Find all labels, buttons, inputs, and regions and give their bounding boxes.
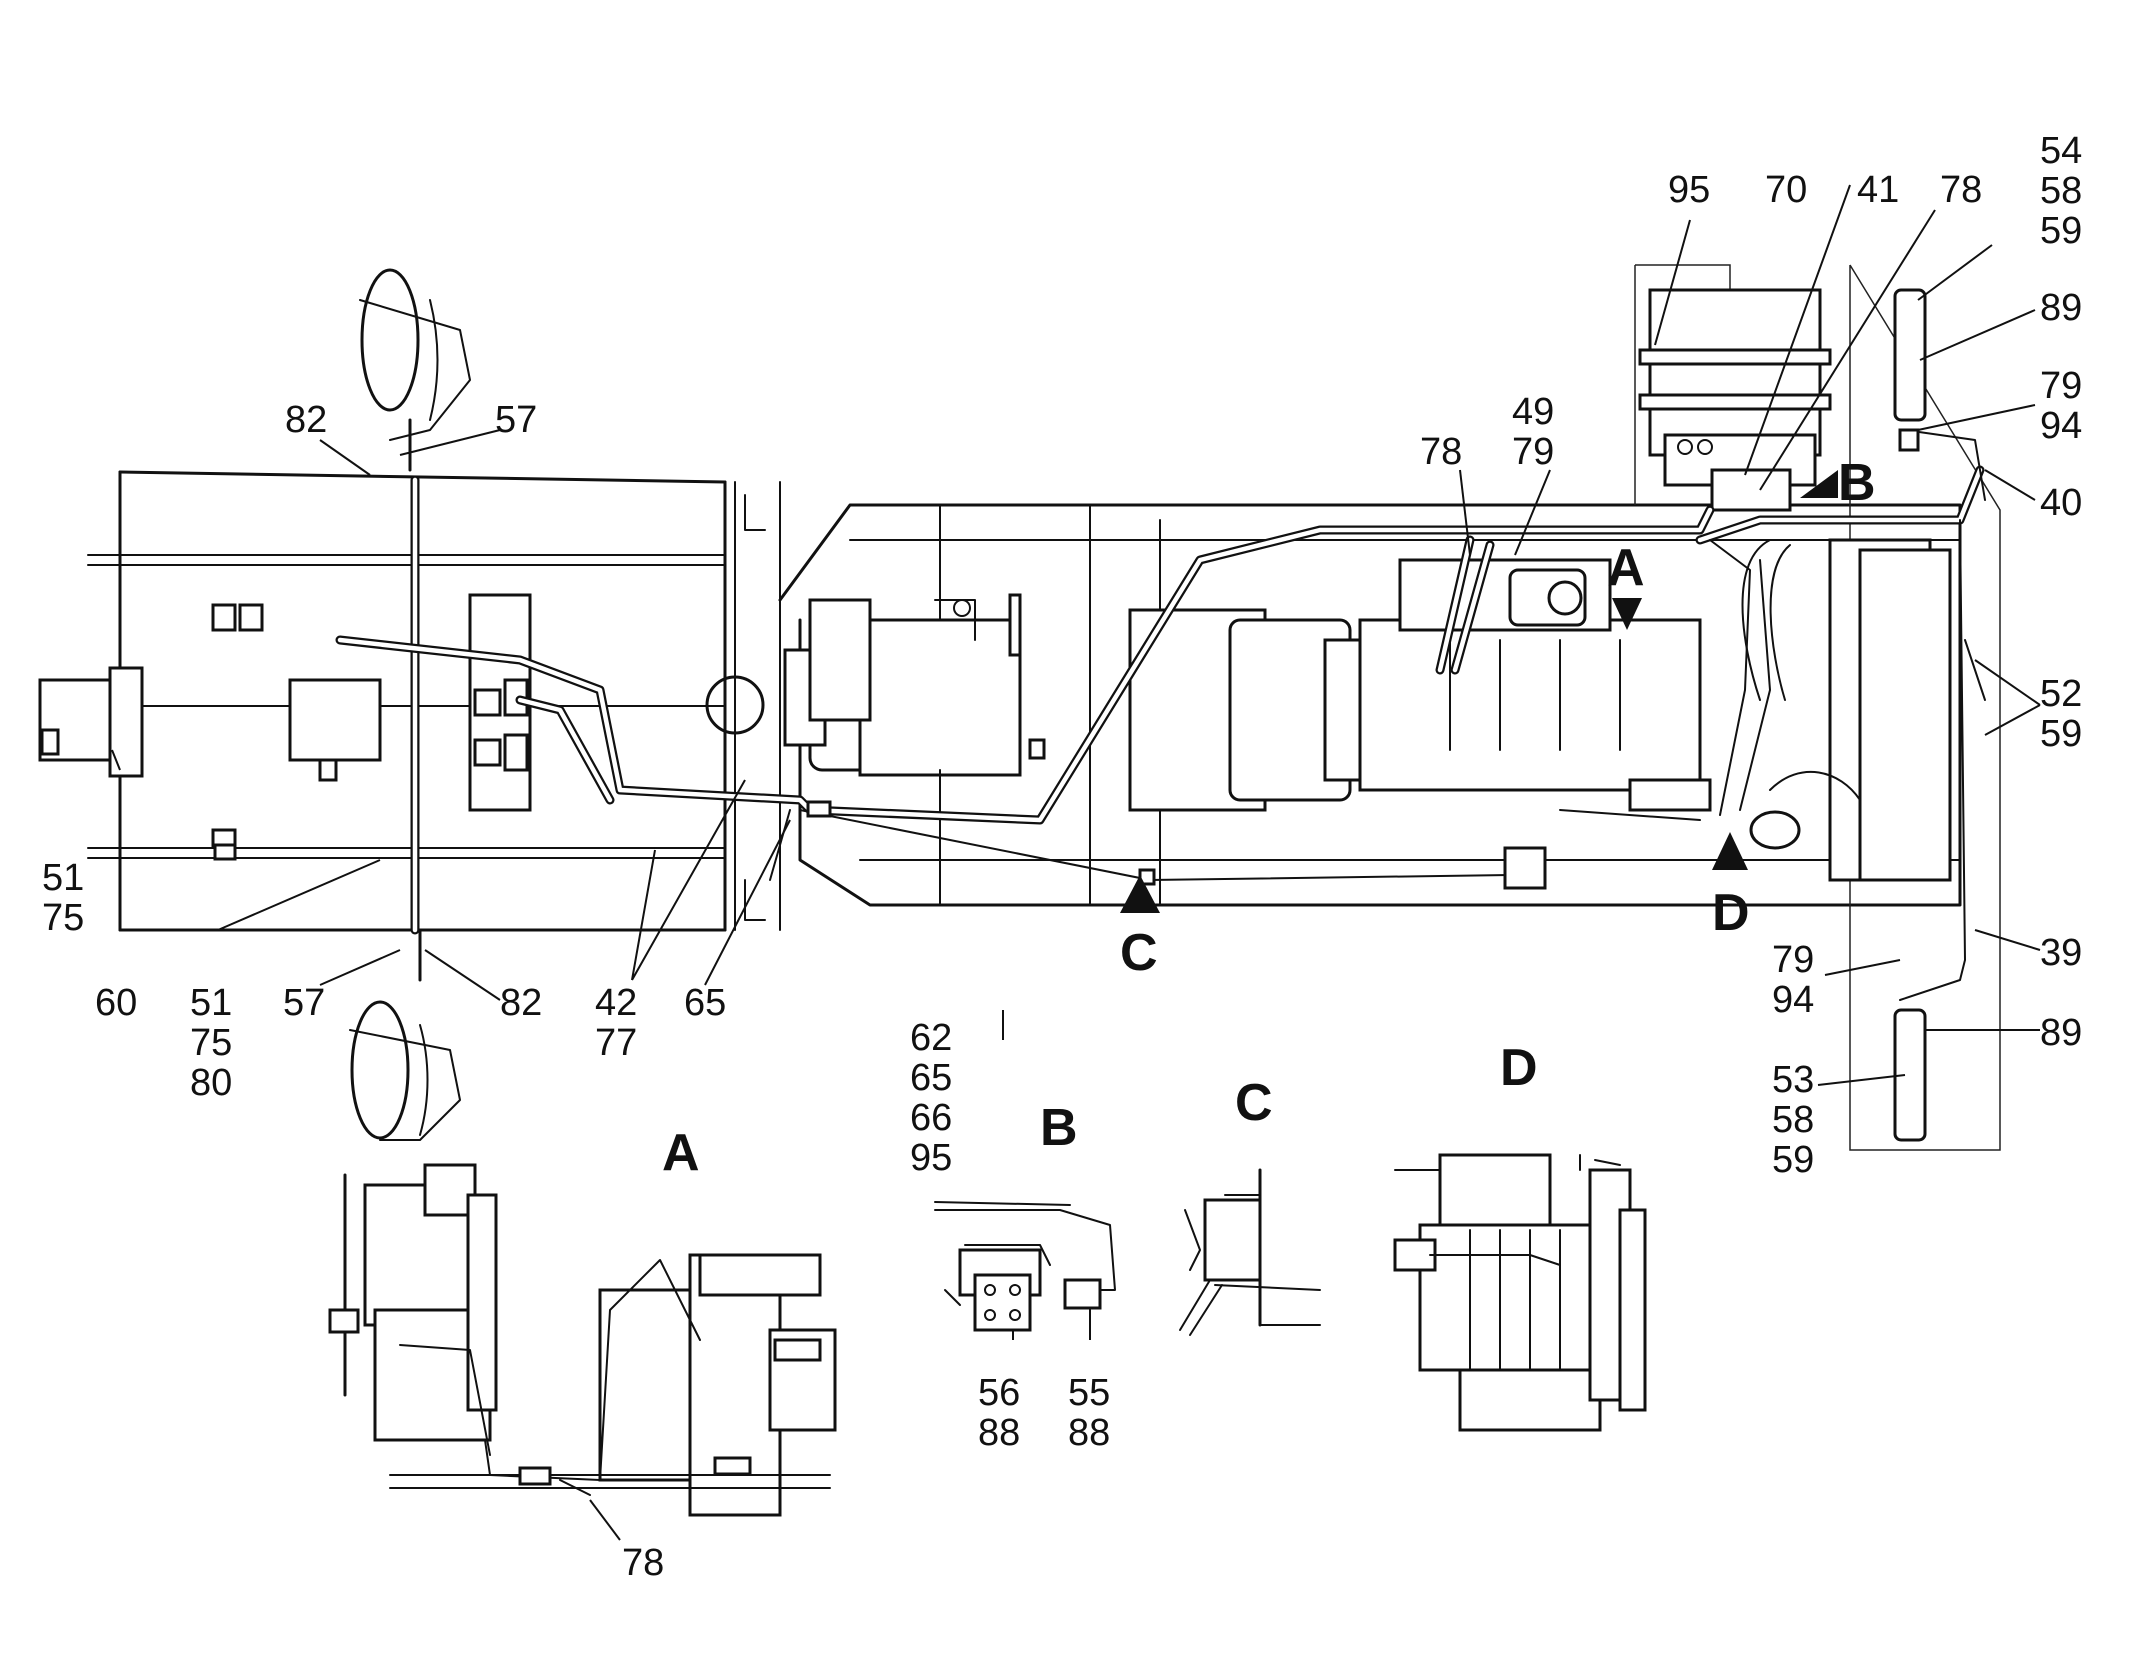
callout-66: 66 [910, 1097, 952, 1139]
callout-42: 42 [595, 982, 637, 1024]
callout-89: 89 [2040, 1012, 2082, 1054]
marker-d: D [1712, 884, 1750, 942]
callout-95: 95 [1668, 169, 1710, 211]
view-a-arrow [1612, 598, 1642, 630]
callout-60: 60 [95, 982, 137, 1024]
detail-a [328, 1163, 837, 1517]
callout-65: 65 [910, 1057, 952, 1099]
callout-89: 89 [2040, 287, 2082, 329]
detail-b [934, 1201, 1116, 1332]
callout-77: 77 [595, 1022, 637, 1064]
callout-41: 41 [1857, 169, 1899, 211]
pipework [335, 288, 1986, 1142]
callout-62: 62 [910, 1017, 952, 1059]
callout-94: 94 [2040, 405, 2082, 447]
marker-b: B [1838, 454, 1876, 512]
callout-79: 79 [1772, 939, 1814, 981]
callout-75: 75 [42, 897, 84, 939]
callout-58: 58 [2040, 170, 2082, 212]
callout-56: 56 [978, 1372, 1020, 1414]
callout-82: 82 [500, 982, 542, 1024]
leader-lines [111, 184, 2041, 1541]
callout-94: 94 [1772, 979, 1814, 1021]
callout-82: 82 [285, 399, 327, 441]
callout-78: 78 [1940, 169, 1982, 211]
view-b-arrow [1800, 470, 1838, 498]
callout-40: 40 [2040, 482, 2082, 524]
detail-a-title: A [662, 1124, 700, 1182]
callout-58: 58 [1772, 1099, 1814, 1141]
chassis-frame [38, 264, 2001, 1151]
view-c-arrow [1120, 875, 1160, 913]
detail-titles: A B C D [662, 1039, 1538, 1182]
callout-49: 49 [1512, 391, 1554, 433]
detail-d [1393, 1153, 1647, 1432]
callout-78: 78 [1420, 431, 1462, 473]
callout-39: 39 [2040, 932, 2082, 974]
marker-c: C [1120, 924, 1158, 982]
callout-75: 75 [190, 1022, 232, 1064]
detail-b-title: B [1040, 1099, 1078, 1157]
callout-70: 70 [1765, 169, 1807, 211]
view-markers: A B C D [1120, 454, 1876, 982]
callout-95: 95 [910, 1137, 952, 1179]
callout-78: 78 [622, 1542, 664, 1584]
detail-d-title: D [1500, 1039, 1538, 1097]
callout-79: 79 [1512, 431, 1554, 473]
callout-57: 57 [495, 399, 537, 441]
callout-59: 59 [2040, 713, 2082, 755]
view-d-arrow [1712, 832, 1748, 870]
callout-79: 79 [2040, 365, 2082, 407]
callout-80: 80 [190, 1062, 232, 1104]
callout-54: 54 [2040, 130, 2082, 172]
callout-51: 51 [42, 857, 84, 899]
callout-55: 55 [1068, 1372, 1110, 1414]
callout-52: 52 [2040, 673, 2082, 715]
detail-c [1179, 1168, 1321, 1336]
callout-57: 57 [283, 982, 325, 1024]
callout-88: 88 [978, 1412, 1020, 1454]
callout-51: 51 [190, 982, 232, 1024]
callout-88: 88 [1068, 1412, 1110, 1454]
marker-a: A [1607, 539, 1645, 597]
callout-53: 53 [1772, 1059, 1814, 1101]
callout-numbers: 95 70 41 78 54 58 59 89 79 94 40 49 79 7… [42, 130, 2082, 1584]
callout-59: 59 [2040, 210, 2082, 252]
callout-59: 59 [1772, 1139, 1814, 1181]
callout-65: 65 [684, 982, 726, 1024]
detail-c-title: C [1235, 1074, 1273, 1132]
